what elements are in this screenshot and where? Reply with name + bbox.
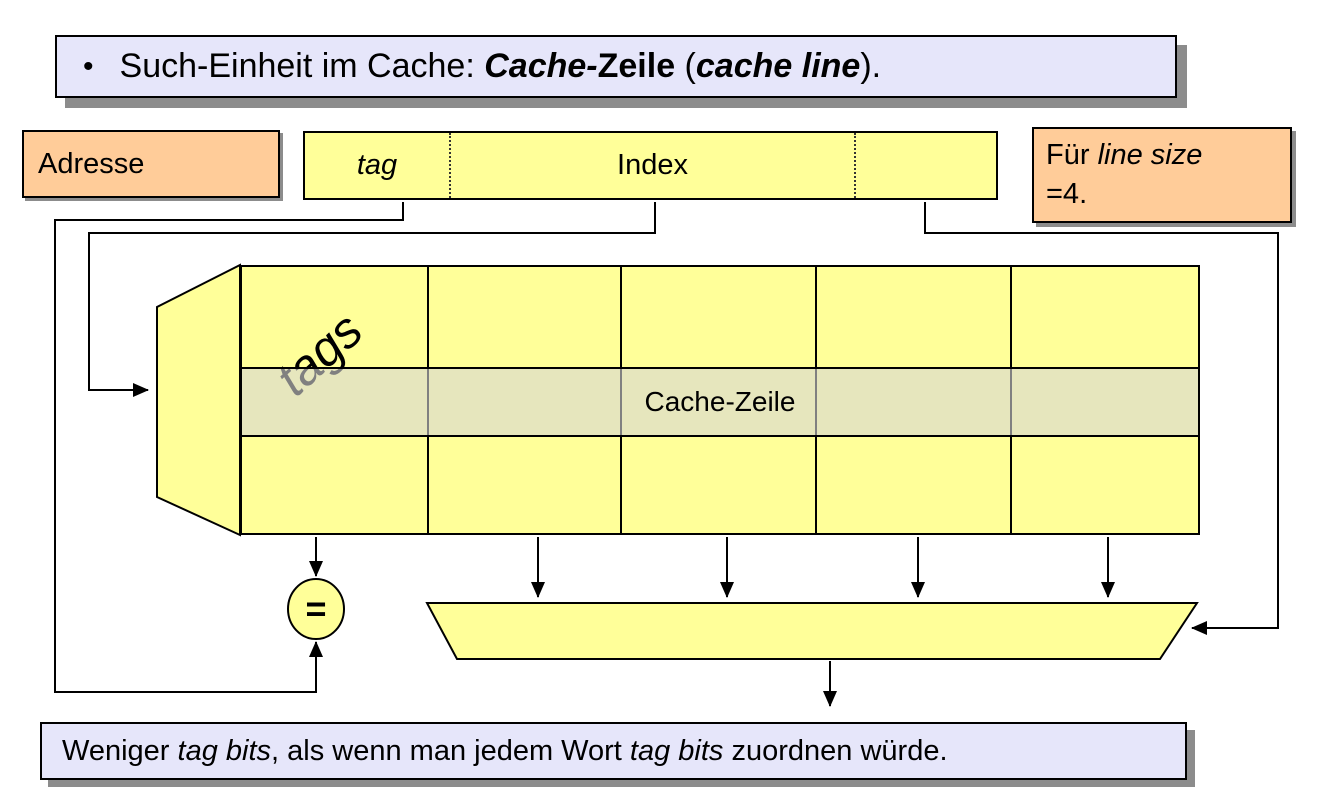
bottom-text-1: Weniger	[62, 734, 178, 767]
bottom-text-2: , als wenn man jedem Wort	[271, 734, 630, 767]
top-banner-paren-close: ).	[860, 47, 882, 85]
multiplexer-shape	[425, 602, 1199, 660]
address-field-index: Index	[449, 133, 854, 198]
note-text-value: =4.	[1046, 178, 1088, 211]
cache-array-grid: tags Cache-Zeile	[240, 265, 1200, 535]
top-banner-cache-bold: Cache-	[484, 47, 598, 85]
note-text-prefix: Für	[1046, 139, 1098, 171]
address-label: Adresse	[38, 147, 145, 180]
bottom-text-tagbits-2: tag bits	[629, 734, 724, 767]
address-field-offset	[854, 133, 996, 198]
cache-line-row-label: Cache-Zeile	[644, 386, 796, 417]
note-text-line-size: line size	[1097, 139, 1203, 171]
bottom-text-tagbits-1: tag bits	[177, 734, 272, 767]
bottom-statement-banner: Weniger tag bits, als wenn man jedem Wor…	[40, 722, 1187, 780]
top-banner-cache-line: cache line	[695, 47, 861, 85]
address-bitfield-box: tag Index	[303, 131, 998, 200]
comparator-circle	[287, 578, 345, 640]
address-label-box: Adresse	[22, 130, 280, 198]
address-field-tag: tag	[305, 133, 449, 198]
index-field-label: Index	[617, 149, 688, 181]
bottom-text-3: zuordnen würde.	[723, 734, 948, 767]
row-decoder-shape	[156, 263, 241, 537]
top-banner-paren-open: (	[675, 47, 696, 85]
line-size-note-box: Für line size =4.	[1032, 127, 1292, 223]
selected-cache-line-row: Cache-Zeile	[242, 367, 1198, 437]
top-banner-zeile-bold: Zeile	[597, 47, 676, 85]
tag-field-label: tag	[356, 149, 398, 181]
bullet-icon: •	[83, 49, 94, 83]
comparator-equals-symbol: =	[305, 588, 326, 629]
top-statement-banner: • Such-Einheit im Cache: Cache-Zeile (cac…	[55, 35, 1177, 98]
top-banner-text: Such-Einheit im Cache:	[119, 47, 485, 85]
